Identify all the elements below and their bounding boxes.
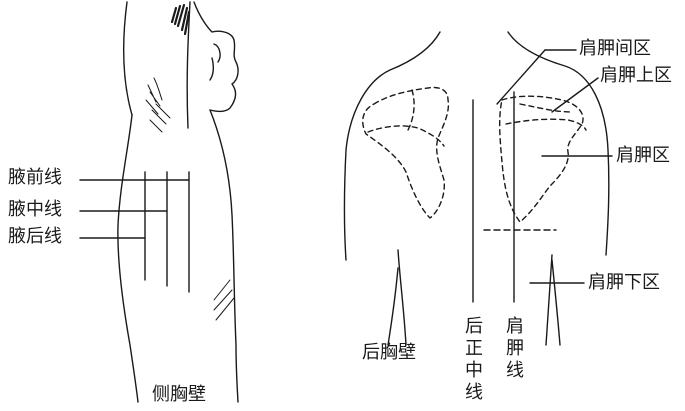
- label-scapular-region: 肩胛区: [616, 147, 670, 165]
- posterior-figure: [345, 32, 613, 345]
- label-middle-axillary-line: 腋中线: [8, 201, 62, 219]
- arm-outline: [124, 2, 132, 115]
- face-profile: [194, 2, 238, 111]
- label-anterior-axillary-line: 腋前线: [8, 169, 62, 187]
- hair: [172, 5, 189, 34]
- lateral-figure: [80, 2, 238, 402]
- label-infrascapular-region: 肩胛下区: [588, 274, 660, 292]
- armpit-hair: [146, 85, 170, 132]
- label-scapular-line: 肩胛线: [504, 316, 522, 382]
- label-suprascapular-region: 肩胛上区: [600, 67, 672, 85]
- label-posterior-chest-wall: 后胸壁: [362, 344, 416, 362]
- label-interscapular-region: 肩胛间区: [579, 40, 651, 58]
- right-shoulder-outline: [508, 32, 609, 255]
- hatch-marks: [214, 280, 234, 320]
- left-scapula: [363, 88, 449, 219]
- right-scapula: [500, 96, 583, 222]
- leader-suprascapular: [552, 78, 598, 112]
- label-lateral-chest-wall: 侧胸壁: [152, 386, 206, 404]
- body-front-outline: [118, 115, 138, 402]
- label-posterior-midline: 后正中线: [463, 316, 481, 404]
- label-posterior-axillary-line: 腋后线: [8, 228, 62, 246]
- ear: [214, 44, 220, 62]
- left-shoulder-outline: [345, 32, 441, 260]
- body-back-outline: [210, 110, 238, 402]
